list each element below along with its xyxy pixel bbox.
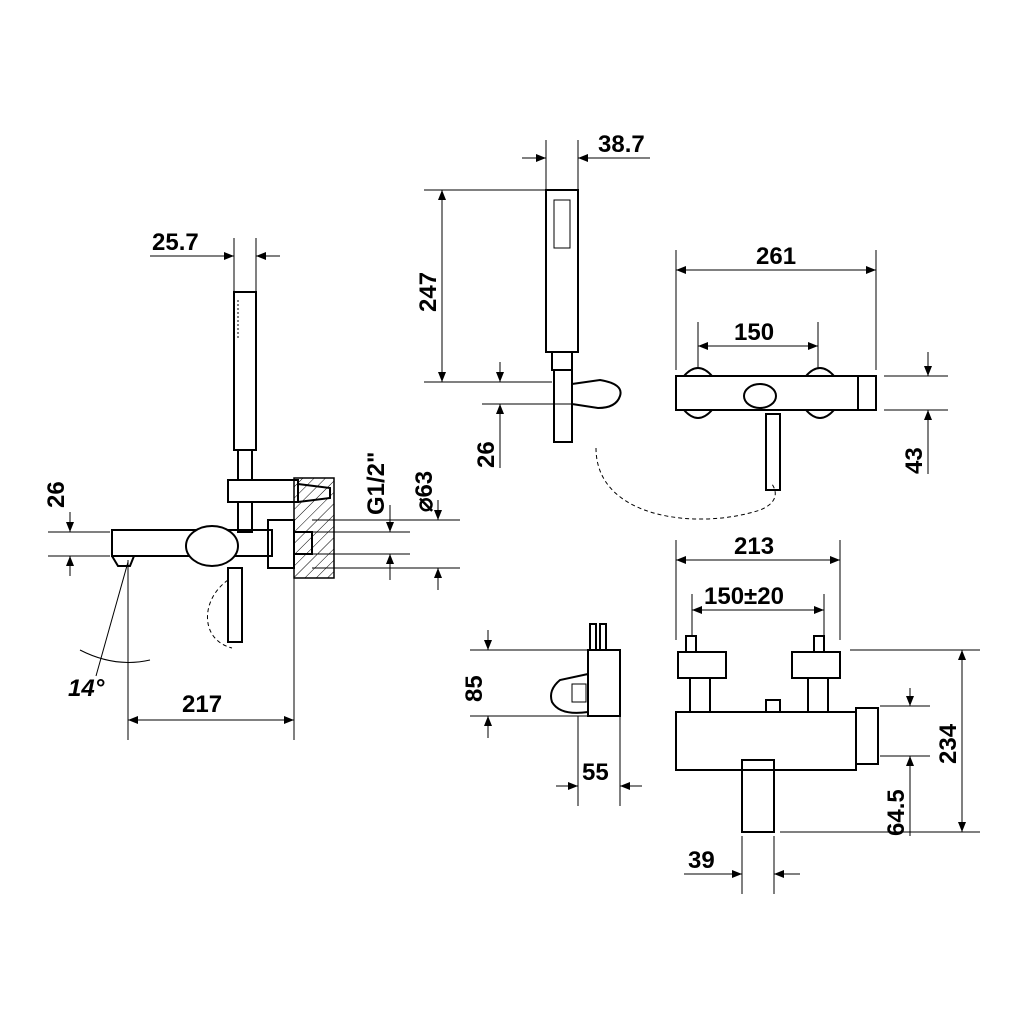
shower-view: 38.7 247 26 <box>415 131 776 520</box>
side-view: 25.7 26 14° 217 G1/2" ⌀63 <box>43 229 460 740</box>
wall-section <box>293 477 335 579</box>
mixer-body-top <box>675 375 877 411</box>
dim-55: 55 <box>582 759 609 786</box>
mixer-body-front <box>675 711 857 771</box>
holder-detail: 85 55 <box>461 623 642 806</box>
dim-43: 43 <box>901 447 928 474</box>
dim-26-top: 26 <box>473 441 500 468</box>
handle <box>185 525 239 567</box>
dim-38-7: 38.7 <box>598 131 645 158</box>
mixer-front-view: 213 150±20 234 64.5 39 <box>675 533 980 894</box>
shower-holder <box>227 479 299 503</box>
dim-85: 85 <box>461 675 488 702</box>
dim-150-20: 150±20 <box>704 583 784 610</box>
dim-150: 150 <box>734 319 774 346</box>
dim-234: 234 <box>935 723 962 764</box>
dim-25-7: 25.7 <box>152 229 199 256</box>
dim-14-degree: 14° <box>68 675 105 702</box>
dim-247: 247 <box>415 272 442 312</box>
mixer-top-view: 261 150 43 <box>675 243 948 491</box>
dim-213: 213 <box>734 533 774 560</box>
dim-64-5: 64.5 <box>883 789 910 836</box>
hand-shower <box>233 291 257 451</box>
dim-63: ⌀63 <box>411 471 438 512</box>
dim-217: 217 <box>182 691 222 718</box>
dim-261: 261 <box>756 243 796 270</box>
dim-26-left: 26 <box>43 481 70 508</box>
dim-39: 39 <box>688 847 715 874</box>
hand-shower-front <box>545 189 579 353</box>
dim-g1-2: G1/2" <box>363 452 390 515</box>
front-spout <box>741 759 775 833</box>
